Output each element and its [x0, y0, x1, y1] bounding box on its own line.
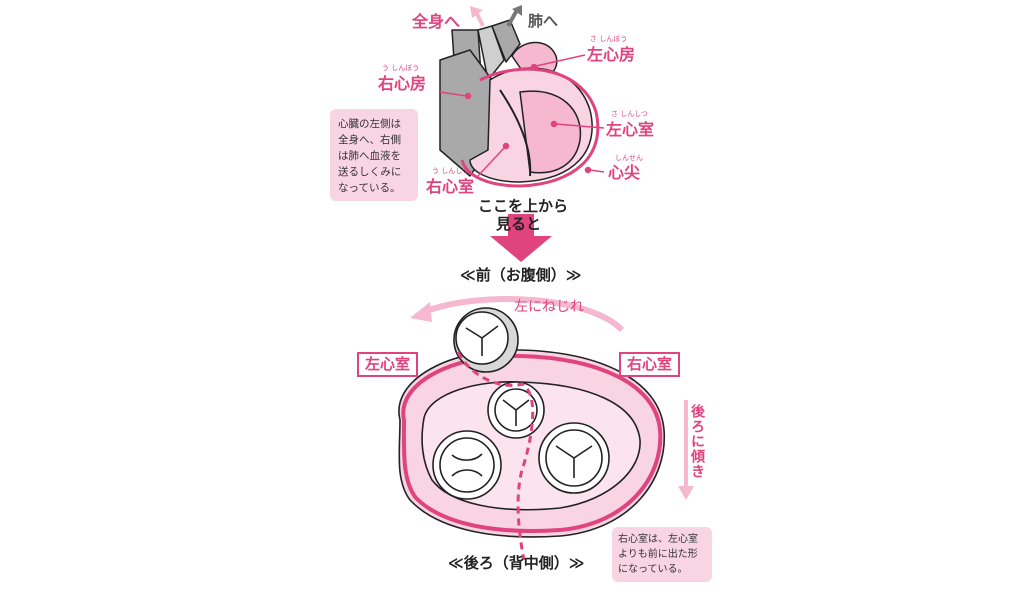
left-ventricle-box: 左心室: [357, 352, 419, 377]
right-ventricle-label: 右心室: [426, 177, 475, 196]
left-ventricle-ruby: さ しんしつ: [611, 110, 648, 118]
arrow-to-body-icon: [470, 6, 485, 27]
to-lungs-label: 肺へ: [528, 12, 559, 30]
leader-lines: [439, 54, 605, 177]
right-ventricle-box: 右心室: [619, 352, 681, 377]
tilt-label: 後ろに傾き: [689, 404, 705, 479]
right-ventricle-ruby: う しんしつ: [432, 167, 469, 175]
top-note: 心臓の左側は 全身へ、右側 は肺へ血液を 送るしくみに なっている。: [330, 109, 418, 201]
right-atrium-ruby: う しんぼう: [382, 64, 420, 72]
look-from-above-arrow-icon: [490, 214, 552, 262]
left-atrium-ruby: さ しんぼう: [590, 35, 628, 43]
apex-label: 心尖: [608, 163, 641, 182]
twist-left-arrow-icon: [410, 296, 625, 333]
tilt-back-arrow-icon: [678, 400, 694, 500]
transition-line1: ここを上から: [478, 197, 569, 215]
right-atrium-label: 右心房: [378, 74, 427, 93]
bottom-note: 右心室は、左心室 よりも前に出た形 になっている。: [612, 527, 712, 582]
back-label: ≪後ろ（背中側）≫: [448, 554, 585, 572]
apex-ruby: しんせん: [615, 154, 643, 162]
heart-cross-section: [439, 19, 600, 188]
front-label: ≪前（お腹側）≫: [460, 266, 582, 284]
to-body-label: 全身へ: [412, 12, 461, 31]
twist-label: 左にねじれ: [514, 299, 584, 315]
left-atrium-label: 左心房: [587, 45, 636, 64]
left-ventricle-label: 左心室: [606, 120, 655, 139]
heart-top-view: [398, 307, 666, 538]
arrow-to-lungs-icon: [506, 5, 522, 27]
septum-dashed-line: [456, 351, 535, 561]
transition-line2: 見ると: [496, 215, 542, 233]
